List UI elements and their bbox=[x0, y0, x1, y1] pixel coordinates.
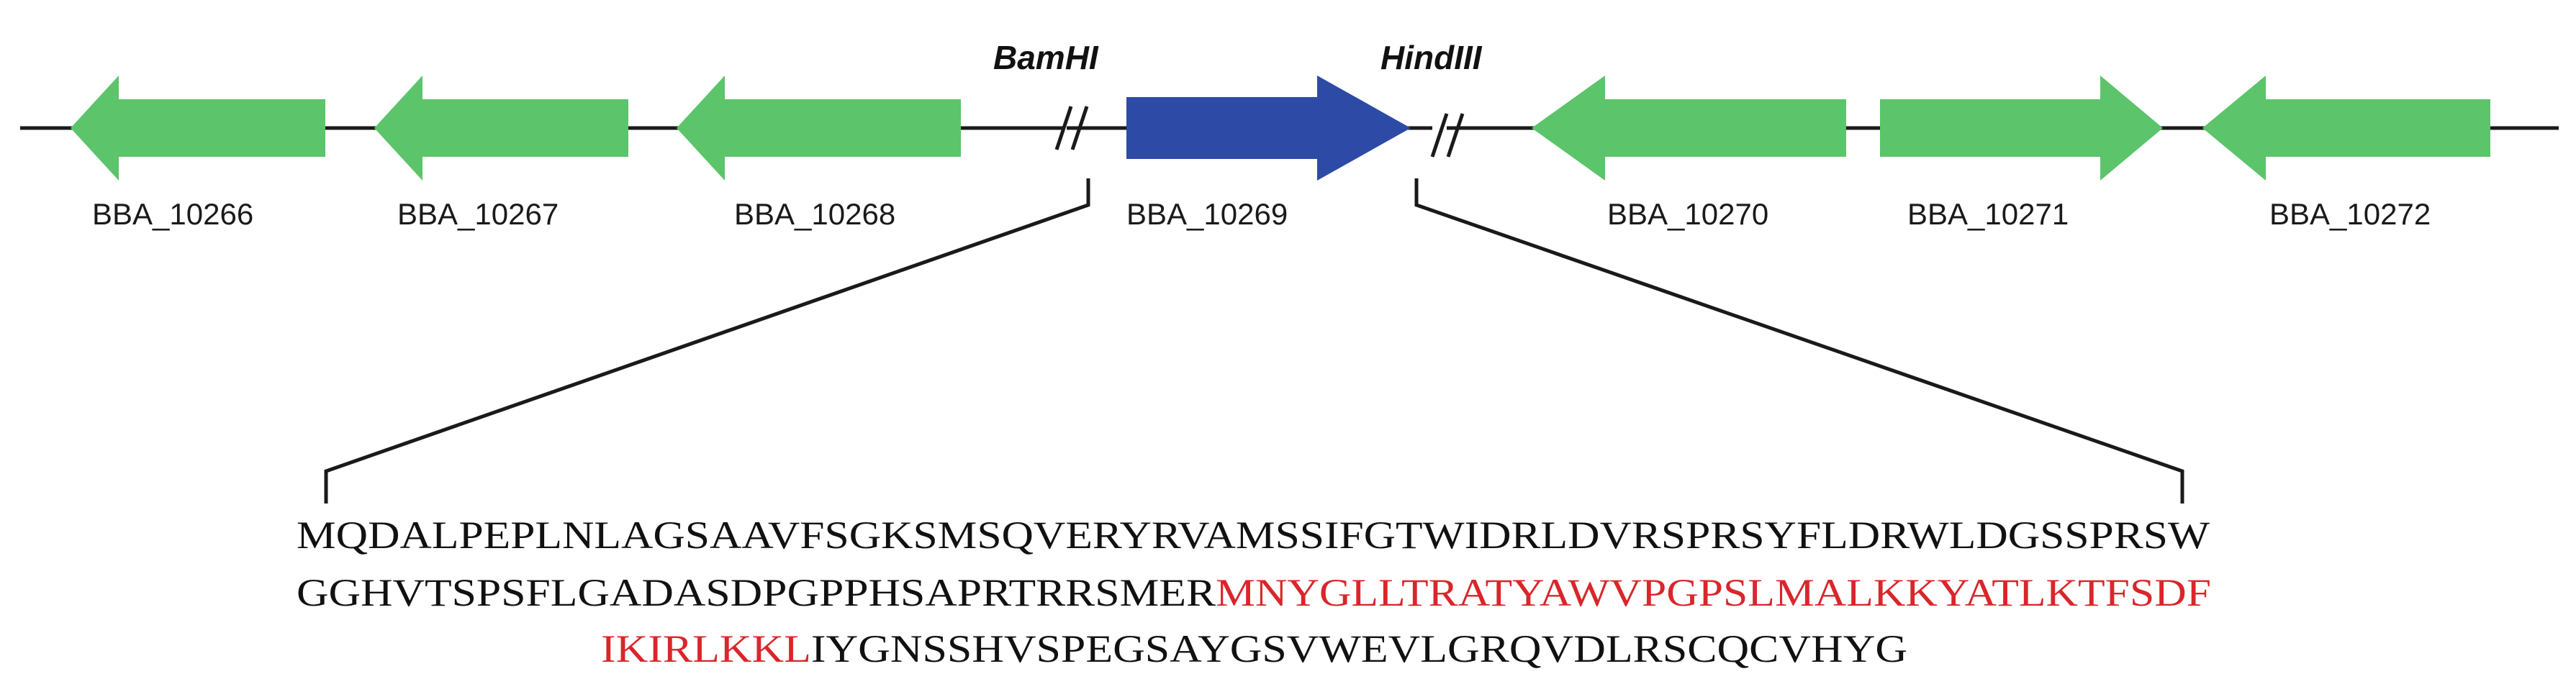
gene-label-bba-10271: BBA_10271 bbox=[1907, 197, 2069, 231]
gene-arrow-bba-10266 bbox=[71, 76, 325, 181]
callout-line-left bbox=[324, 178, 1090, 504]
gene-label-bba-10272: BBA_10272 bbox=[2269, 197, 2431, 231]
sequence-line-3-normal: IYGNSSHVSPEGSAYGSVWEVLGRQVDLRSCQCVHYG bbox=[811, 627, 1907, 670]
bamhi-site-label: BamHI bbox=[993, 39, 1099, 76]
sequence-line-3-highlight: IKIRLKKL bbox=[601, 627, 811, 670]
bamhi-break-mark bbox=[1054, 106, 1089, 150]
sequence-line-2-normal: GGHVTSPSFLGADASDPGPPHSAPRTRRSMER bbox=[297, 571, 1216, 614]
gene-label-bba-10269: BBA_10269 bbox=[1126, 197, 1288, 231]
sequence-line-1: MQDALPEPLNLAGSAAVFSGKSMSQVERYRVAMSSIFGTW… bbox=[297, 514, 2210, 557]
gene-arrow-bba-10268 bbox=[677, 76, 961, 181]
hindiii-site-label: HindIII bbox=[1380, 39, 1483, 76]
gene-label-bba-10266: BBA_10266 bbox=[92, 197, 253, 231]
gene-label-bba-10267: BBA_10267 bbox=[397, 197, 559, 231]
callout-line-right bbox=[1414, 178, 2184, 504]
gene-arrow-bba-10267 bbox=[374, 76, 628, 181]
hindiii-break-mark bbox=[1430, 113, 1465, 158]
gene-arrow-bba-10269 bbox=[1126, 76, 1411, 181]
sequence-line-2-highlight: MNYGLLTRATYAWVPGPSLMALKKYATLKTFSDF bbox=[1216, 571, 2211, 614]
gene-label-bba-10270: BBA_10270 bbox=[1607, 197, 1768, 231]
gene-arrow-bba-10272 bbox=[2202, 76, 2490, 181]
gene-arrow-bba-10270 bbox=[1532, 76, 1846, 181]
gene-label-bba-10268: BBA_10268 bbox=[734, 197, 895, 231]
gene-arrow-bba-10271 bbox=[1880, 76, 2163, 181]
